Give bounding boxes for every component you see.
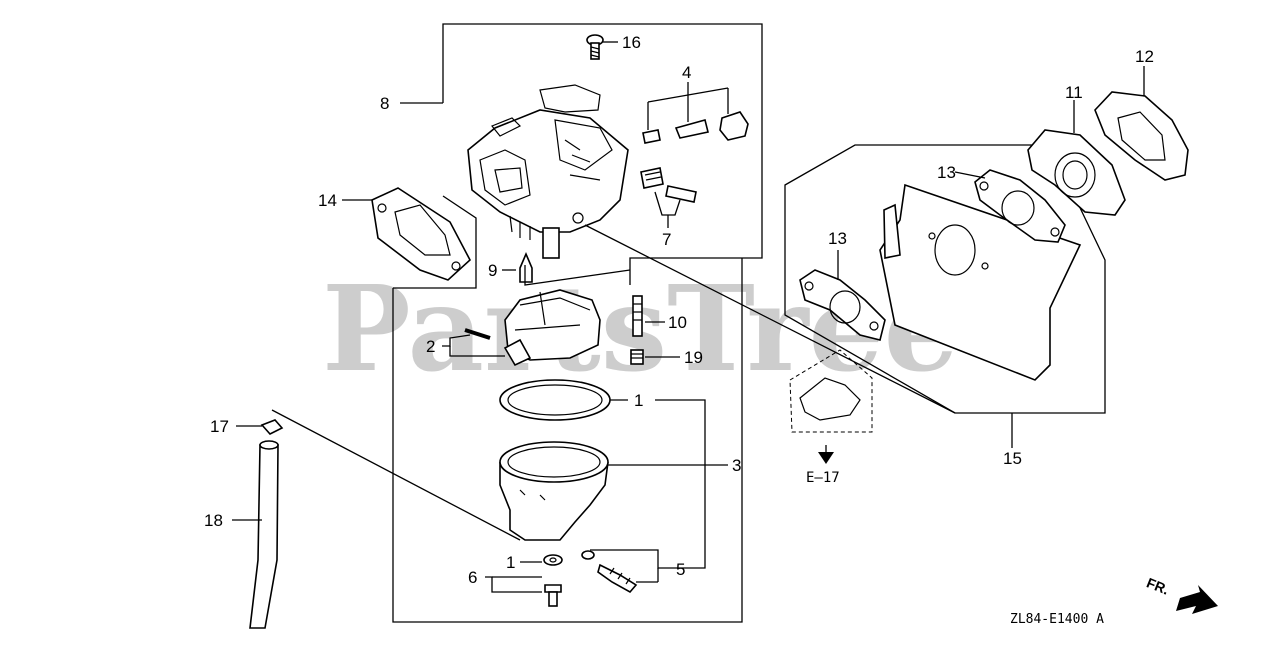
main-nozzle-part-10: [632, 295, 643, 337]
callout-5: 5: [676, 560, 685, 579]
gasket-part-13-upper: [974, 169, 1066, 243]
callout-6: 6: [468, 568, 477, 587]
drain-bolt-part-6: [543, 554, 563, 607]
reference-e17-box: [789, 349, 873, 464]
screw-part-16: [586, 34, 604, 60]
throttle-stop-screw-part-7: [640, 167, 697, 203]
insulator-part-11: [1027, 129, 1126, 216]
callout-10: 10: [668, 313, 687, 332]
callout-16: 16: [622, 33, 641, 52]
reference-e17-label: E–17: [806, 470, 840, 486]
callout-1-lower: 1: [506, 553, 515, 572]
callout-15: 15: [1003, 449, 1022, 468]
gasket-part-14: [371, 187, 471, 281]
callout-8: 8: [380, 94, 389, 113]
callout-12: 12: [1135, 47, 1154, 66]
callout-2: 2: [426, 337, 435, 356]
callout-9: 9: [488, 261, 497, 280]
callout-13-lower: 13: [828, 229, 847, 248]
drain-screw-part-5: [581, 550, 638, 594]
callout-4: 4: [682, 63, 691, 82]
carburetor-bowl-group-frame: [392, 258, 743, 623]
carburetor-body-part: [467, 84, 629, 259]
main-jet-part-19: [630, 349, 644, 365]
callout-19: 19: [684, 348, 703, 367]
callout-14: 14: [318, 191, 337, 210]
callout-13-upper: 13: [937, 163, 956, 182]
carburetor-body-group-frame: [393, 23, 763, 289]
callout-7: 7: [662, 230, 671, 249]
callout-18: 18: [204, 511, 223, 530]
intake-group-frame: [784, 144, 1106, 414]
float-part: [464, 289, 601, 367]
o-ring-part-1: [499, 379, 611, 421]
front-direction-label: FR.: [1144, 574, 1171, 597]
leader-lines: [232, 41, 1145, 593]
front-direction-indicator: FR.: [1144, 574, 1218, 614]
float-chamber-part-3: [499, 441, 609, 541]
gasket-part-13-lower: [799, 269, 886, 341]
pilot-screw-part-4: [642, 111, 749, 144]
callout-3: 3: [732, 456, 741, 475]
callout-1-upper: 1: [634, 391, 643, 410]
callout-17: 17: [210, 417, 229, 436]
clip-part-17: [260, 419, 284, 435]
gasket-part-12: [1094, 91, 1189, 181]
fuel-tube-part-18: [249, 440, 279, 629]
callout-11: 11: [1065, 83, 1083, 102]
diagram-code: ZL84-E1400 A: [1010, 612, 1104, 627]
float-valve-part-9: [519, 251, 533, 283]
